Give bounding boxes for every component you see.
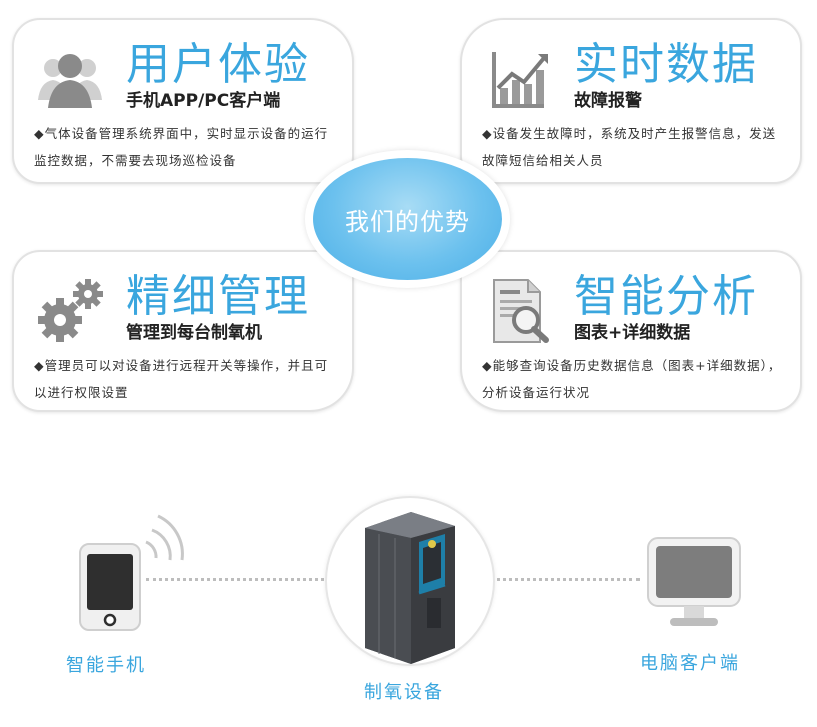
card-subtitle: 故障报警: [574, 91, 642, 111]
card-description: ◆能够查询设备历史数据信息（图表+详细数据），分析设备运行状况: [482, 358, 782, 400]
connection-line-left: [146, 578, 324, 581]
gears-icon: [38, 279, 103, 342]
oxygen-machine-label: 制氧设备: [364, 682, 444, 703]
report-search-icon: [493, 279, 549, 343]
card-description: ◆气体设备管理系统界面中，实时显示设备的运行监控数据，不需要去现场巡检设备: [34, 126, 329, 168]
card-description: ◆管理员可以对设备进行远程开关等操作，并且可以进行权限设置: [34, 358, 329, 400]
oxygen-machine-frame: [325, 496, 495, 666]
card-subtitle: 管理到每台制氧机: [126, 323, 262, 343]
card-fine-management: 精细管理 管理到每台制氧机 ◆管理员可以对设备进行远程开关等操作，并且可以进行权…: [12, 250, 354, 412]
users-icon: [38, 54, 102, 108]
chart-icon: [492, 52, 548, 108]
card-subtitle: 手机APP/PC客户端: [126, 91, 281, 111]
card-title: 智能分析: [574, 271, 758, 322]
card-realtime-data: 实时数据 故障报警 ◆设备发生故障时，系统及时产生报警信息，发送故障短信给相关人…: [460, 18, 802, 184]
smartphone-label: 智能手机: [66, 655, 146, 676]
connection-line-right: [490, 578, 640, 581]
card-smart-analysis: 智能分析 图表+详细数据 ◆能够查询设备历史数据信息（图表+详细数据），分析设备…: [460, 250, 802, 412]
card-user-experience: 用户体验 手机APP/PC客户端 ◆气体设备管理系统界面中，实时显示设备的运行监…: [12, 18, 354, 184]
advantages-label: 我们的优势: [313, 158, 502, 280]
card-subtitle: 图表+详细数据: [574, 323, 691, 343]
card-description: ◆设备发生故障时，系统及时产生报警信息，发送故障短信给相关人员: [482, 126, 777, 168]
card-title: 精细管理: [126, 271, 310, 322]
card-title: 用户体验: [126, 39, 310, 90]
oxygen-machine-icon: [365, 512, 455, 664]
advantages-bubble: 我们的优势: [305, 150, 510, 288]
smartphone-icon: [79, 514, 184, 631]
desktop-client-label: 电脑客户端: [640, 653, 740, 674]
desktop-computer-icon: [647, 537, 741, 626]
card-title: 实时数据: [574, 39, 758, 90]
